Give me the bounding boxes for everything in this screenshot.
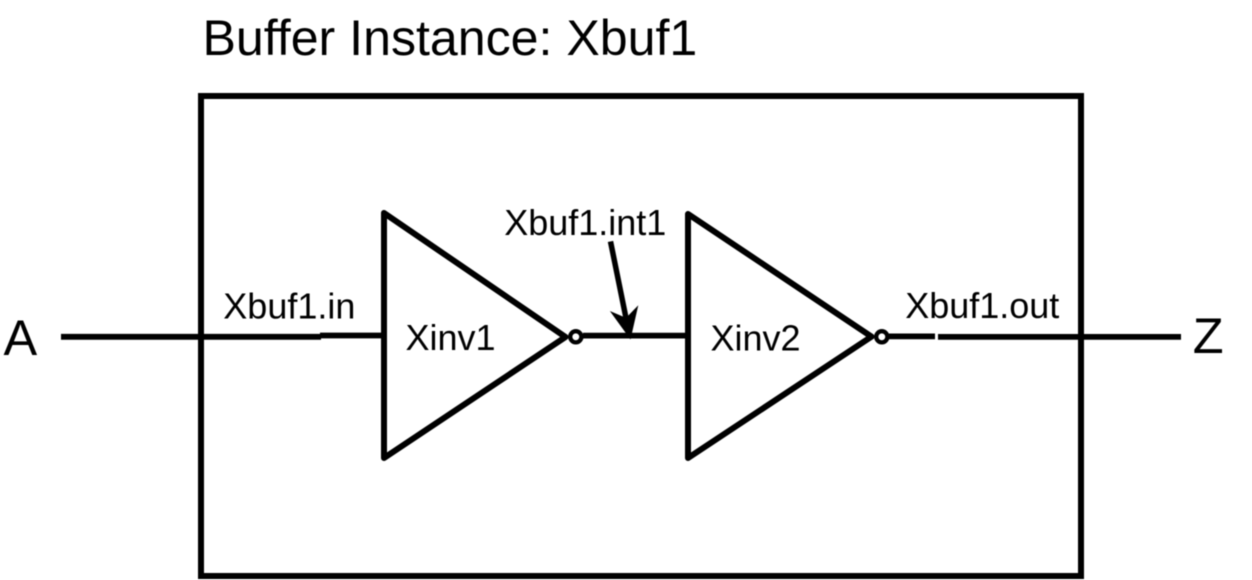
diagram-title: Buffer Instance: Xbuf1 [203,10,698,66]
net-in-label: Xbuf1.in [223,286,355,327]
inverter1-bubble [568,329,584,345]
int1-arrow-line [607,240,629,319]
int1-arrowhead [609,305,639,340]
net-int1-label: Xbuf1.int1 [504,202,666,243]
schematic-shapes [61,93,1181,579]
inverter2-triangle [685,211,875,461]
port-a-label: A [4,309,38,366]
inverter2-label: Xinv2 [711,317,801,358]
inverter1-triangle [381,210,569,461]
net-out-label: Xbuf1.out [905,285,1059,326]
inverter2-bubble [874,329,890,345]
port-z-label: Z [1193,307,1224,364]
inverter1-label: Xinv1 [406,317,496,358]
